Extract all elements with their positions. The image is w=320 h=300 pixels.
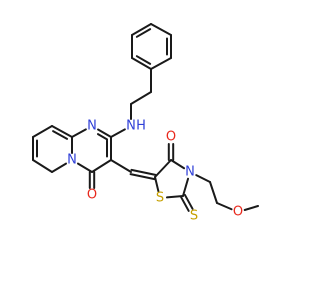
single-bond bbox=[209, 181, 218, 204]
double-bond-outer bbox=[51, 125, 73, 138]
single-bond bbox=[110, 159, 132, 173]
bond-layer bbox=[32, 23, 259, 212]
atom-label-s-thione: S bbox=[190, 209, 198, 224]
single-bond bbox=[51, 162, 67, 173]
double-bond-outer bbox=[131, 57, 152, 70]
single-bond bbox=[182, 177, 190, 197]
double-bond-inner bbox=[52, 130, 69, 140]
double-bond-inner bbox=[135, 55, 152, 65]
double-bond-outer bbox=[97, 128, 112, 138]
atom-label-o-thiazolidinone: O bbox=[166, 130, 176, 145]
atom-label-n-thiazolidinone: N bbox=[185, 165, 195, 180]
single-bond bbox=[71, 128, 87, 138]
single-bond bbox=[165, 195, 184, 199]
single-bond bbox=[243, 205, 259, 211]
atom-label-o-methoxy: O bbox=[233, 205, 243, 220]
single-bond bbox=[32, 125, 53, 138]
atom-label-n-amine-hydrogen: H bbox=[136, 119, 146, 134]
single-bond bbox=[77, 162, 93, 173]
single-bond bbox=[150, 23, 172, 36]
single-bond bbox=[110, 128, 126, 138]
single-bond bbox=[91, 159, 112, 173]
atom-label-s-ring: S bbox=[156, 191, 164, 206]
double-bond-line bbox=[183, 193, 194, 210]
single-bond bbox=[154, 159, 172, 178]
double-bond-line bbox=[180, 196, 190, 212]
double-bond-inner bbox=[96, 133, 109, 141]
single-bond bbox=[32, 159, 53, 173]
atom-label-n-ring-top: N bbox=[87, 119, 97, 134]
single-bond bbox=[130, 91, 152, 105]
single-bond bbox=[195, 174, 211, 183]
atom-label-n-bridge: N bbox=[67, 153, 77, 168]
single-bond bbox=[150, 57, 172, 70]
single-bond bbox=[154, 176, 160, 193]
single-bond bbox=[216, 202, 233, 211]
double-bond-inner bbox=[135, 28, 152, 38]
single-bond bbox=[170, 159, 186, 170]
atom-label-n-amine: N bbox=[126, 119, 136, 134]
double-bond-line bbox=[129, 173, 156, 181]
double-bond-line bbox=[130, 168, 157, 176]
atom-label-o-pyrimidinone: O bbox=[87, 188, 97, 203]
double-bond-outer bbox=[131, 23, 152, 36]
